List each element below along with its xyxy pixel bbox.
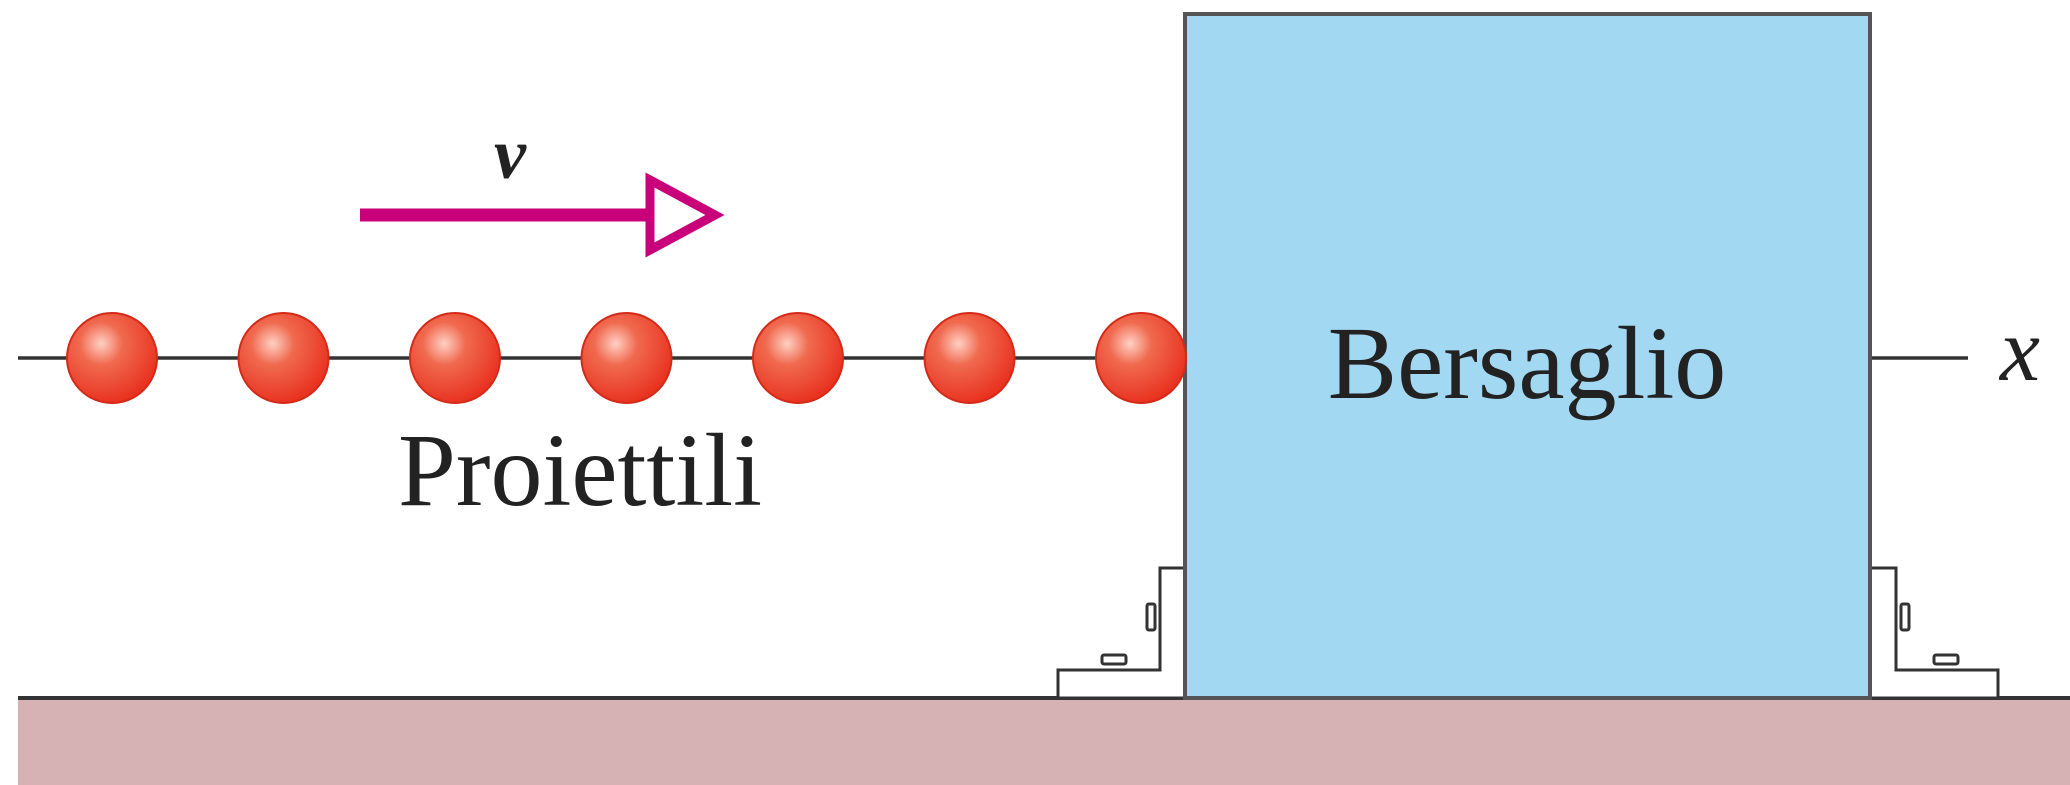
x-axis-label: x [1998, 301, 2040, 400]
target-block [1183, 12, 1872, 700]
left-mount-bracket [1056, 566, 1187, 700]
ground [18, 698, 2070, 785]
projectile-7 [1095, 312, 1187, 404]
projectile-1 [66, 312, 158, 404]
right-mount-bracket [1868, 566, 2000, 700]
projectile-4 [580, 312, 673, 404]
projectile-2 [237, 312, 330, 404]
projectiles-label: Proiettili [398, 413, 762, 528]
velocity-arrow [360, 172, 725, 258]
projectile-3 [409, 312, 501, 404]
velocity-label: v [494, 114, 527, 194]
projectile-6 [923, 312, 1016, 404]
projectiles-group [66, 312, 1187, 404]
velocity-arrow-head [645, 172, 725, 258]
projectile-5 [752, 312, 844, 404]
target-label: Bersaglio [1328, 306, 1727, 421]
